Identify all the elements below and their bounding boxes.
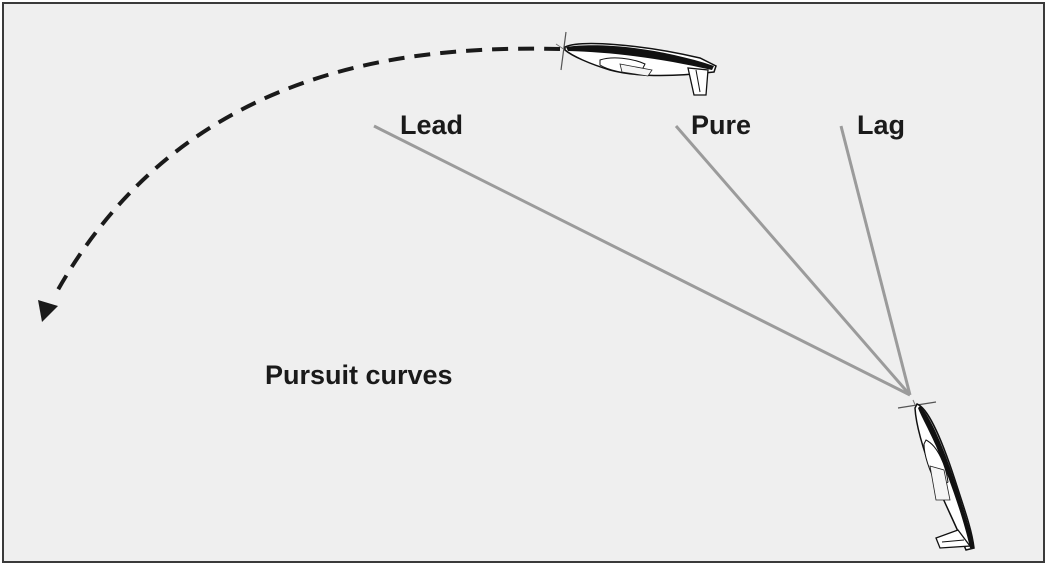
airplane-top-view-icon [897, 399, 975, 551]
lag-sight-line [839, 125, 912, 396]
lead-sight-line [373, 124, 911, 397]
lag-label: Lag [857, 110, 905, 140]
lead-label: Lead [400, 110, 463, 140]
arrowhead-icon [38, 300, 58, 322]
diagram-title: Pursuit curves [265, 360, 453, 390]
pure-label: Pure [691, 110, 751, 140]
target-flight-path [53, 46, 561, 296]
pure-sight-line [674, 125, 912, 396]
airplane-side-view-icon [555, 31, 717, 96]
